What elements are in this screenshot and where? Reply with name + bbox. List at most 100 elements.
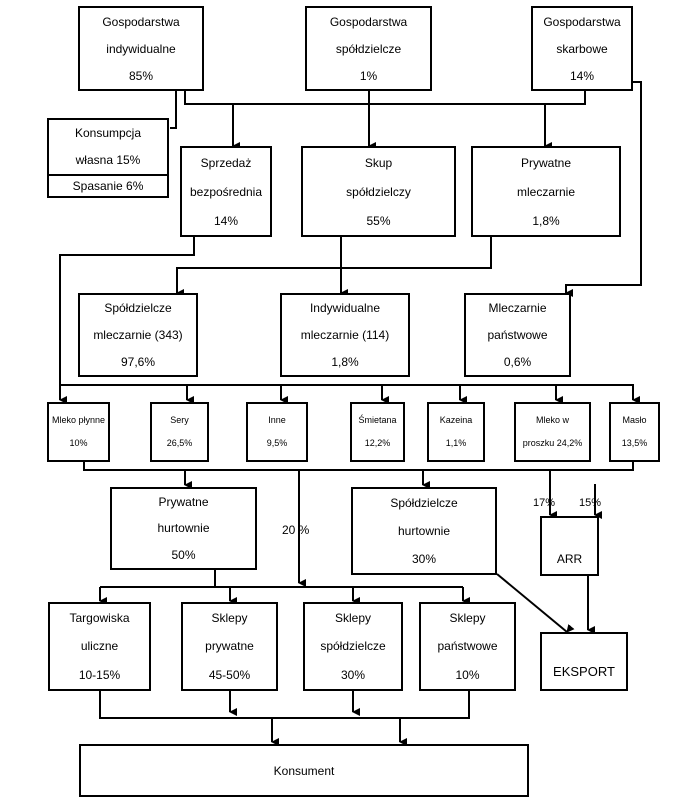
- label: mleczarnie (343): [93, 327, 183, 342]
- value: 97,6%: [120, 354, 156, 369]
- label: Kazeina: [439, 415, 473, 426]
- label: spółdzielczy: [346, 184, 411, 199]
- label: hurtownie: [157, 521, 210, 536]
- label: hurtownie: [397, 524, 451, 538]
- value: 14%: [213, 213, 239, 228]
- label: Inne: [268, 415, 286, 426]
- label: uliczne: [80, 639, 119, 654]
- label: Spółdzielcze: [390, 496, 458, 510]
- value: 10-15%: [78, 667, 121, 682]
- label: spółdzielcze: [320, 639, 386, 654]
- value: 30%: [411, 552, 437, 566]
- label: państwowe: [437, 639, 498, 654]
- own-consumption: Konsumpcja własna 15% Spasanie 6%: [47, 118, 169, 198]
- arr-agency: ARR: [540, 516, 599, 576]
- value: 13,5%: [621, 437, 648, 448]
- value: 26,5%: [166, 437, 193, 448]
- source-cooperative-farms: Gospodarstwa spółdzielcze 1%: [305, 6, 432, 91]
- label: prywatne: [205, 639, 254, 654]
- value: 55%: [366, 213, 391, 228]
- retail-private-shops: Sklepy prywatne 45-50%: [181, 602, 278, 691]
- wholesale-cooperative: Spółdzielcze hurtownie 30%: [351, 487, 497, 575]
- label: EKSPORT: [553, 664, 615, 679]
- label: Gospodarstwa: [329, 14, 408, 29]
- label: Sery: [170, 415, 189, 426]
- product-liquid-milk: Mleko płynne 10%: [47, 402, 110, 462]
- edge-products-bus: [60, 384, 640, 404]
- channel-direct-sale: Sprzedaż bezpośrednia 14%: [180, 146, 272, 237]
- flow-label-arr-2: 15%: [579, 497, 602, 509]
- label: Mleko w: [535, 415, 569, 426]
- label: Prywatne: [158, 495, 209, 510]
- label: Sprzedaż: [200, 155, 252, 170]
- channel-cooperative-purchase: Skup spółdzielczy 55%: [301, 146, 456, 237]
- label: Konsument: [273, 763, 335, 778]
- value: 10%: [455, 667, 480, 682]
- value: 9,5%: [266, 437, 288, 448]
- label: Sklepy: [211, 611, 248, 626]
- label: ARR: [556, 552, 583, 566]
- value: 30%: [340, 667, 366, 682]
- value: 0,6%: [503, 354, 532, 369]
- product-milk-powder: Mleko w proszku 24,2%: [514, 402, 591, 462]
- label: Prywatne: [520, 155, 572, 170]
- label: Targowiska: [69, 611, 130, 626]
- label: Indywidualne: [309, 301, 381, 316]
- dairy-state: Mleczarnie państwowe 0,6%: [464, 293, 571, 377]
- edge-retail-collect: [99, 690, 470, 719]
- value: 1%: [359, 68, 378, 83]
- label: Śmietana: [358, 415, 397, 426]
- label: własna 15%: [75, 153, 141, 167]
- value: 1,8%: [532, 213, 560, 228]
- product-casein: Kazeina 1,1%: [427, 402, 485, 462]
- edge-products-collect: [83, 461, 634, 471]
- label: Sklepy: [449, 611, 486, 626]
- label: Skup: [364, 155, 393, 170]
- source-state-farms: Gospodarstwa skarbowe 14%: [531, 6, 633, 91]
- product-butter: Masło 13,5%: [609, 402, 660, 462]
- label: spółdzielcze: [335, 41, 402, 56]
- wholesale-private: Prywatne hurtownie 50%: [110, 487, 257, 570]
- label: Spółdzielcze: [104, 301, 172, 316]
- label: skarbowe: [556, 41, 608, 56]
- label: mleczarnie (114): [300, 327, 390, 342]
- flow-label-direct-retail: 20 %: [282, 523, 310, 537]
- label: Mleczarnie: [488, 301, 547, 316]
- edge-sources-bus: [184, 90, 586, 105]
- value: 1,8%: [331, 354, 359, 369]
- value: 12,2%: [364, 437, 391, 448]
- source-individual-farms: Gospodarstwa indywidualne 85%: [78, 6, 204, 91]
- retail-cooperative-shops: Sklepy spółdzielcze 30%: [303, 602, 403, 691]
- product-cheese: Sery 26,5%: [150, 402, 209, 462]
- retail-state-shops: Sklepy państwowe 10%: [419, 602, 516, 691]
- label: Mleko płynne: [51, 415, 106, 426]
- label: Masło: [622, 415, 647, 426]
- dairy-cooperative: Spółdzielcze mleczarnie (343) 97,6%: [78, 293, 198, 377]
- value: 14%: [569, 68, 595, 83]
- product-other: Inne 9,5%: [246, 402, 308, 462]
- label: Konsumpcja: [74, 126, 142, 140]
- channel-private-dairies: Prywatne mleczarnie 1,8%: [471, 146, 621, 237]
- edge-private-bus: [176, 236, 492, 297]
- edge-ind-ownuse: [170, 90, 177, 129]
- label: indywidualne: [106, 41, 176, 56]
- label: mleczarnie: [516, 184, 576, 199]
- value: proszku 24,2%: [522, 437, 583, 448]
- label: Sklepy: [334, 611, 372, 626]
- dairy-individual: Indywidualne mleczarnie (114) 1,8%: [280, 293, 410, 377]
- value: 50%: [171, 547, 196, 562]
- label: państwowe: [487, 327, 548, 342]
- flow-label-arr-1: 17%: [533, 497, 556, 509]
- value: 1,1%: [445, 437, 467, 448]
- label: bezpośrednia: [189, 184, 263, 199]
- product-cream: Śmietana 12,2%: [350, 402, 405, 462]
- value: 85%: [128, 68, 154, 83]
- value: 45-50%: [208, 667, 251, 682]
- export: EKSPORT: [540, 632, 628, 691]
- value: 10%: [69, 437, 88, 448]
- grazing: Spasanie 6%: [49, 174, 167, 196]
- label: Gospodarstwa: [102, 14, 180, 29]
- consumer: Konsument: [79, 744, 529, 797]
- retail-street-markets: Targowiska uliczne 10-15%: [48, 602, 151, 691]
- label: Gospodarstwa: [543, 14, 621, 29]
